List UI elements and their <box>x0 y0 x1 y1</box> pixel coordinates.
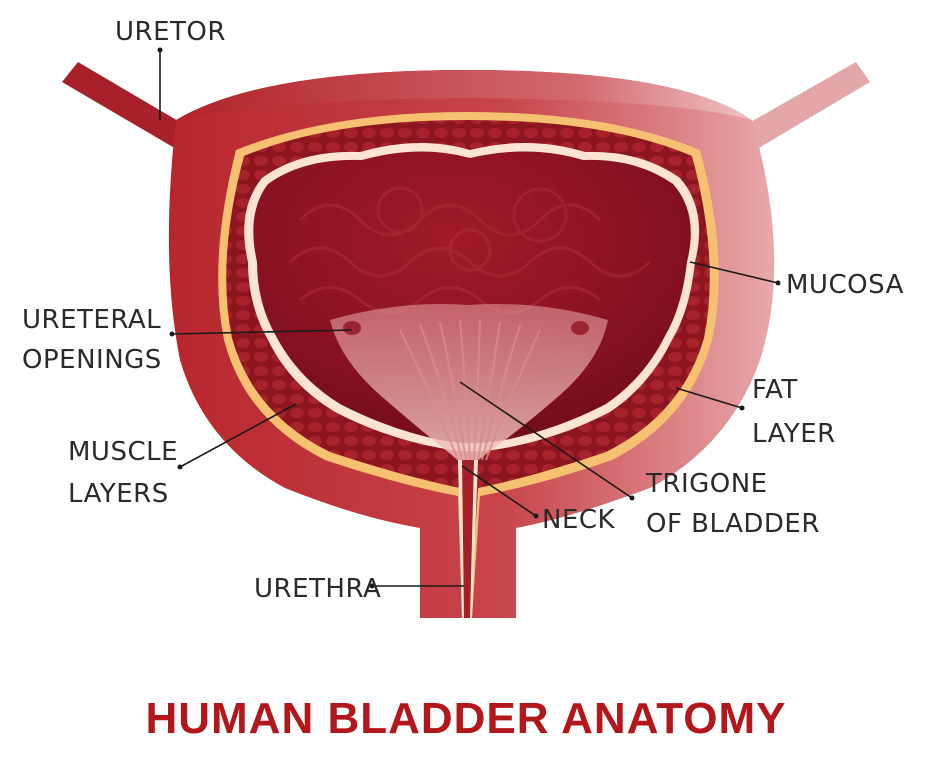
trigone-area <box>330 304 608 460</box>
right-ureter <box>740 62 870 152</box>
label-trigone-line2: OF BLADDER <box>646 509 820 539</box>
label-trigone-line1: TRIGONE <box>645 469 768 499</box>
label-fat-layer-line1: FAT <box>752 375 798 405</box>
left-ureter <box>62 62 190 150</box>
label-fat-layer-line2: LAYER <box>752 419 836 449</box>
ureters <box>62 62 870 152</box>
trigone-ridges <box>399 319 541 461</box>
label-muscle-layers-line1: MUSCLE <box>68 437 178 467</box>
lumen-folds <box>288 186 652 314</box>
label-neck: NECK <box>542 505 616 535</box>
label-urethra: URETHRA <box>254 574 381 604</box>
label-mucosa: MUCOSA <box>786 270 904 300</box>
label-uretor: URETOR <box>115 17 226 47</box>
label-ureteral-openings-line2: OPENINGS <box>22 345 162 375</box>
diagram-title: HUMAN BLADDER ANATOMY <box>145 694 786 743</box>
leader-lines <box>157 47 781 589</box>
ureteral-openings <box>343 321 589 335</box>
label-muscle-layers-line2: LAYERS <box>68 479 169 509</box>
label-ureteral-openings-line1: URETERAL <box>22 305 161 335</box>
bladder-top-rim <box>176 70 752 120</box>
